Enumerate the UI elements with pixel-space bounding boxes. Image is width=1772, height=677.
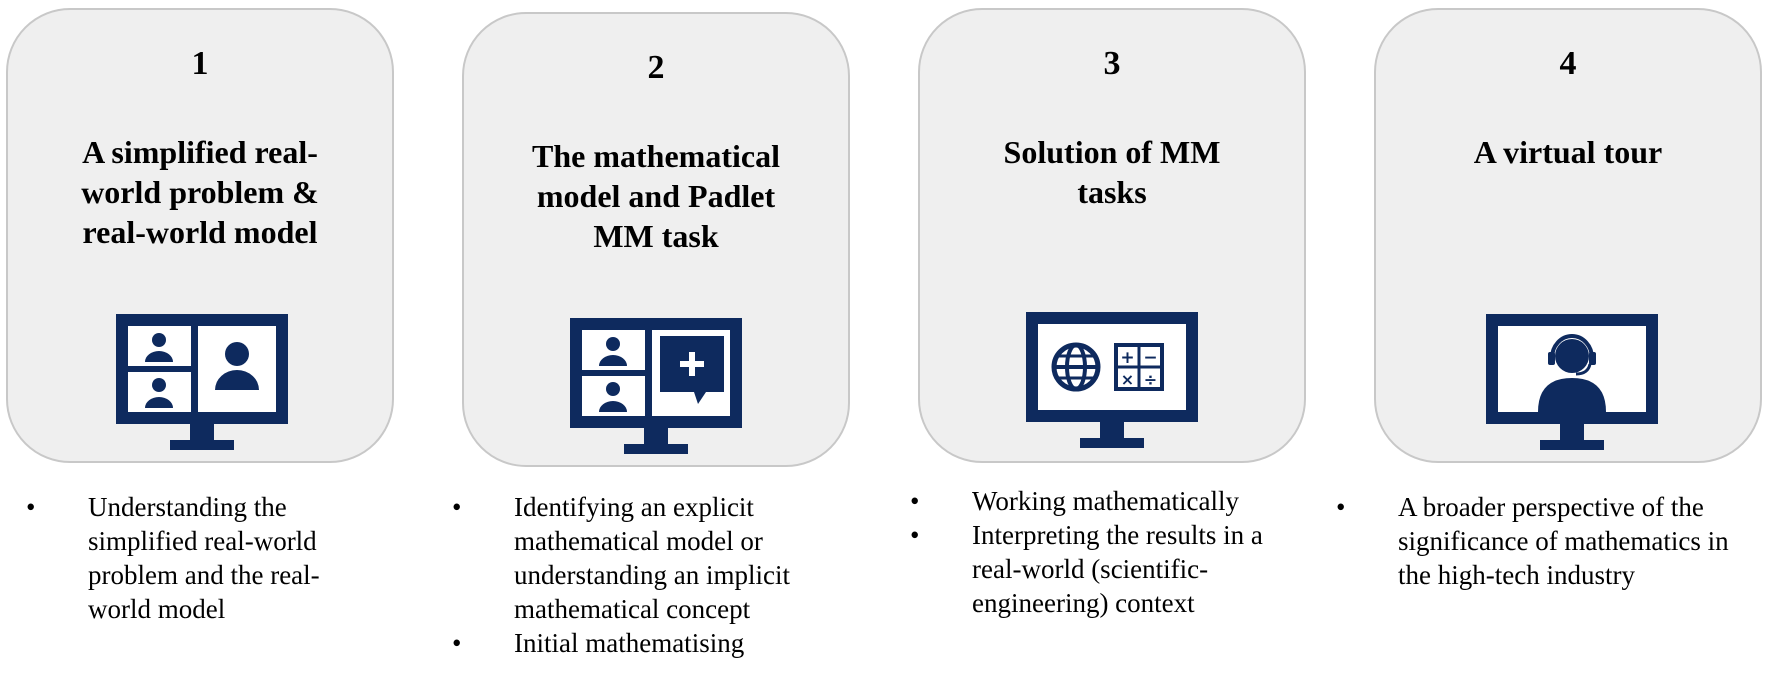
list-item: Identifying an explicit mathematical mod… (452, 490, 852, 626)
step-number: 1 (191, 45, 209, 82)
globe-calculator-monitor-icon: + − × ÷ (1026, 312, 1198, 448)
svg-text:×: × (1121, 370, 1134, 389)
list-item: Interpreting the results in a real-world… (910, 518, 1310, 620)
step-title: A simplified real-world problem & real-w… (81, 134, 319, 250)
list-item: A broader perspective of the significanc… (1336, 490, 1756, 592)
video-call-padlet-monitor-icon (570, 318, 742, 454)
video-call-monitor-icon (116, 314, 288, 450)
step-1-bullets: Understanding the simplified real-world … (26, 490, 346, 626)
step-2-bullets: Identifying an explicit mathematical mod… (452, 490, 852, 660)
step-4-bullets: A broader perspective of the significanc… (1336, 490, 1756, 592)
step-card-2: 2 The mathematical model and Padlet MM t… (462, 12, 850, 467)
step-card-3: 3 Solution of MM tasks + − × ÷ (918, 8, 1306, 463)
step-title: Solution of MM tasks (1003, 134, 1221, 210)
step-title: The mathematical model and Padlet MM tas… (532, 138, 780, 254)
list-item: Understanding the simplified real-world … (26, 490, 346, 626)
step-title: A virtual tour (1473, 134, 1663, 170)
svg-text:−: − (1143, 348, 1157, 368)
headset-presenter-monitor-icon (1486, 314, 1658, 450)
svg-text:÷: ÷ (1144, 370, 1157, 389)
step-number: 4 (1559, 45, 1577, 82)
list-item: Working mathematically (910, 484, 1310, 518)
step-card-1: 1 A simplified real-world problem & real… (6, 8, 394, 463)
list-item: Initial mathematising (452, 626, 852, 660)
step-number: 2 (647, 49, 665, 86)
step-3-bullets: Working mathematically Interpreting the … (910, 484, 1310, 620)
step-card-4: 4 A virtual tour (1374, 8, 1762, 463)
step-number: 3 (1103, 45, 1121, 82)
svg-text:+: + (1120, 348, 1134, 368)
